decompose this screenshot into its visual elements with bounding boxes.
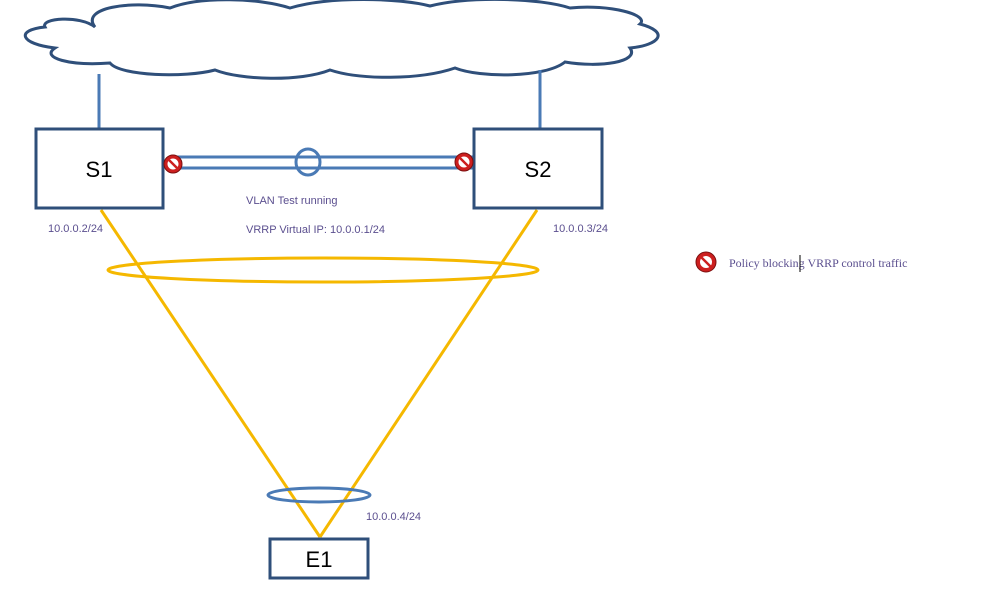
e1-bundle-ellipse xyxy=(266,486,372,504)
legend: Policy blocking VRRP control traffic xyxy=(695,251,907,273)
e1-ip-label: 10.0.0.4/24 xyxy=(366,511,421,523)
switch-s1[interactable]: S1 xyxy=(34,127,165,210)
no-entry-icon xyxy=(695,251,717,273)
mlag-ellipse xyxy=(106,256,540,284)
switch-s2[interactable]: S2 xyxy=(472,127,604,210)
no-entry-icon xyxy=(163,154,183,174)
legend-text: Policy blocking VRRP control traffic xyxy=(729,256,907,270)
s2-label: S2 xyxy=(525,157,552,182)
inter-switch-link xyxy=(173,147,473,177)
link-bundle-ellipse xyxy=(294,147,322,177)
no-entry-icon xyxy=(454,152,474,172)
s2-ip-label: 10.0.0.3/24 xyxy=(553,223,608,235)
s1-label: S1 xyxy=(86,157,113,182)
endpoint-e1[interactable]: E1 xyxy=(268,537,370,580)
vlan-label: VLAN Test running xyxy=(246,195,338,207)
vrrp-label: VRRP Virtual IP: 10.0.0.1/24 xyxy=(246,224,385,236)
e1-label: E1 xyxy=(306,547,333,572)
cloud-shape xyxy=(23,0,660,80)
s1-ip-label: 10.0.0.2/24 xyxy=(48,223,103,235)
